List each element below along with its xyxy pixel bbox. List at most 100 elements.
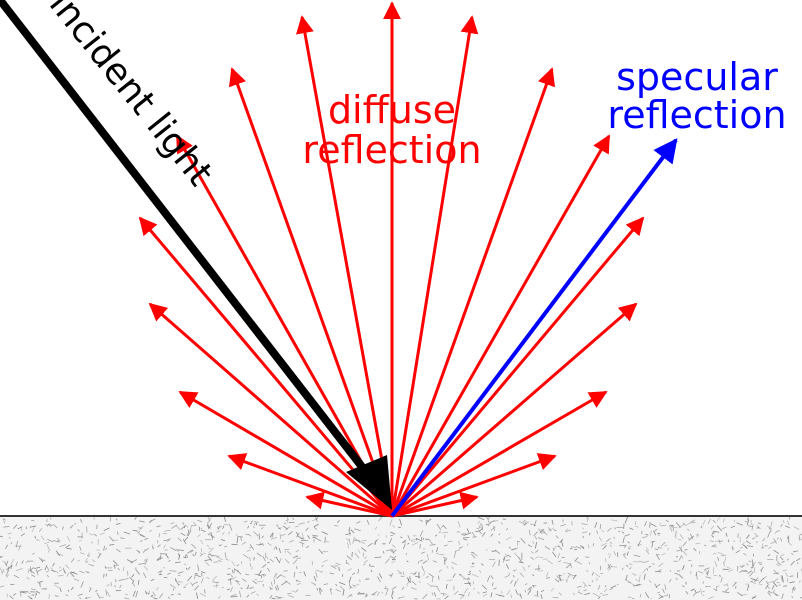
surface-speck xyxy=(167,596,171,600)
surface-speck xyxy=(73,578,80,582)
surface-speck xyxy=(292,555,299,559)
surface-speck xyxy=(657,591,660,594)
surface-speck xyxy=(635,584,642,587)
surface-speck xyxy=(0,585,5,588)
surface-speck xyxy=(571,546,577,548)
surface-speck xyxy=(209,517,212,520)
surface-speck xyxy=(178,554,181,560)
surface-speck xyxy=(49,524,51,528)
surface-speck xyxy=(685,591,689,595)
surface-speck xyxy=(255,593,260,597)
surface-speck xyxy=(224,552,227,559)
surface-speck xyxy=(149,518,156,522)
surface-speck xyxy=(73,522,77,525)
surface-speck xyxy=(319,588,321,595)
surface-speck xyxy=(432,560,438,563)
surface-speck xyxy=(10,559,15,565)
surface-speck xyxy=(522,519,526,523)
surface-speck xyxy=(216,556,223,561)
surface-speck xyxy=(627,546,632,548)
surface-speck xyxy=(582,527,584,530)
surface-speck xyxy=(27,568,30,574)
surface-speck xyxy=(691,588,694,592)
surface-speck xyxy=(798,537,802,541)
surface-speck xyxy=(422,593,428,600)
surface-speck xyxy=(157,544,161,548)
surface-speck xyxy=(273,573,277,579)
surface-speck xyxy=(273,546,277,551)
surface-speck xyxy=(756,524,759,528)
surface-speck xyxy=(535,549,539,553)
surface-speck xyxy=(337,520,340,523)
surface-speck xyxy=(44,564,48,571)
surface-speck xyxy=(278,558,282,563)
surface-speck xyxy=(486,523,490,526)
surface-speck xyxy=(345,562,350,565)
surface-speck xyxy=(19,590,22,597)
surface-speck xyxy=(792,550,799,553)
surface-speck xyxy=(2,560,6,563)
surface-speck xyxy=(256,573,261,577)
surface-speck xyxy=(624,534,631,537)
surface-speck xyxy=(577,591,583,595)
surface-speck xyxy=(591,571,595,576)
surface-speck xyxy=(419,530,424,537)
surface-speck xyxy=(132,590,136,597)
surface-speck xyxy=(359,541,366,544)
surface-speck xyxy=(384,585,387,589)
surface-speck xyxy=(177,537,182,542)
surface-speck xyxy=(734,581,736,584)
surface-speck xyxy=(46,566,50,571)
surface-speck xyxy=(134,516,137,520)
surface-speck xyxy=(665,519,669,523)
surface-speck xyxy=(258,543,264,546)
surface-speck xyxy=(8,536,11,539)
surface-speck xyxy=(622,554,627,560)
surface-speck xyxy=(0,556,3,559)
surface-speck xyxy=(278,527,282,530)
surface-speck xyxy=(194,573,196,580)
surface-speck xyxy=(150,578,155,582)
surface-speck xyxy=(628,563,633,565)
surface-speck xyxy=(130,559,138,564)
surface-speck xyxy=(607,563,612,570)
surface-speck xyxy=(190,550,194,554)
surface-speck xyxy=(543,522,548,524)
surface-speck xyxy=(786,558,790,561)
surface-speck xyxy=(4,561,8,567)
surface-speck xyxy=(514,552,520,559)
surface-speck xyxy=(557,545,563,551)
surface-speck xyxy=(467,592,470,597)
surface-speck xyxy=(759,563,762,566)
surface-speck xyxy=(553,529,557,532)
surface-speck xyxy=(36,538,40,542)
surface-speck xyxy=(438,569,442,573)
surface-speck xyxy=(569,562,573,569)
surface-speck xyxy=(252,526,256,528)
surface-speck xyxy=(145,590,147,595)
surface-speck xyxy=(479,528,483,532)
surface-speck xyxy=(487,516,491,520)
surface-speck xyxy=(66,572,69,577)
surface-speck xyxy=(625,564,629,567)
surface-speck xyxy=(552,551,557,558)
surface-speck xyxy=(654,548,659,551)
surface-speck xyxy=(624,516,628,524)
surface-speck xyxy=(558,579,565,581)
surface-speck xyxy=(59,587,62,593)
surface-speck xyxy=(261,535,264,539)
surface-speck xyxy=(209,547,214,553)
surface-speck xyxy=(176,525,181,531)
surface-speck xyxy=(633,583,641,587)
surface-speck xyxy=(97,553,102,559)
surface-speck xyxy=(363,563,366,566)
surface-speck xyxy=(434,534,438,537)
surface-speck xyxy=(645,546,650,552)
incident-ray-shaft xyxy=(0,0,370,475)
surface-speck xyxy=(106,591,111,598)
surface-speck xyxy=(285,519,290,522)
surface-speck xyxy=(569,547,573,550)
surface-speck xyxy=(357,592,365,595)
surface-speck xyxy=(254,573,257,575)
surface-speck xyxy=(559,538,564,543)
